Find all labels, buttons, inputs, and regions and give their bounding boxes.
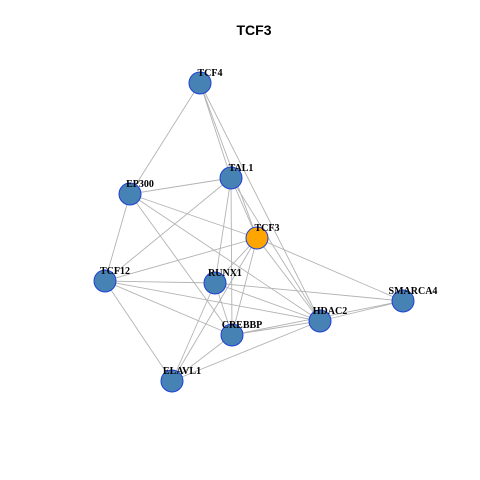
edge-runx1-smarca4 bbox=[214, 282, 404, 302]
edge-elavl1-hdac2 bbox=[171, 320, 321, 382]
edge-tcf3-elavl1 bbox=[171, 237, 258, 382]
edge-hdac2-smarca4 bbox=[319, 300, 404, 322]
node-crebbp[interactable] bbox=[220, 323, 244, 347]
edge-tcf3-hdac2 bbox=[256, 237, 321, 322]
node-label-tcf4: TCF4 bbox=[198, 68, 223, 79]
node-label-crebbp: CREBBP bbox=[222, 320, 263, 331]
edge-ep300-tcf12 bbox=[104, 193, 131, 282]
node-tcf12[interactable] bbox=[93, 269, 117, 293]
edge-runx1-elavl1 bbox=[171, 282, 216, 382]
edge-tcf12-hdac2 bbox=[104, 280, 321, 322]
edge-tcf12-elavl1 bbox=[104, 280, 173, 382]
node-label-ep300: EP300 bbox=[126, 179, 154, 190]
node-label-tcf12: TCF12 bbox=[100, 266, 130, 277]
edge-tcf3-crebbp bbox=[231, 237, 258, 336]
node-label-tcf3: TCF3 bbox=[255, 223, 280, 234]
edge-tcf4-tcf3 bbox=[199, 82, 258, 239]
edge-tcf4-hdac2 bbox=[199, 82, 321, 322]
node-ep300[interactable] bbox=[118, 182, 142, 206]
node-label-tal1: TAL1 bbox=[229, 163, 254, 174]
edge-tal1-crebbp bbox=[230, 177, 233, 336]
edge-tcf12-runx1 bbox=[104, 280, 216, 284]
edge-tal1-tcf12 bbox=[104, 177, 232, 282]
edge-tcf3-smarca4 bbox=[256, 237, 404, 302]
edge-tcf3-tcf12 bbox=[104, 237, 258, 282]
edge-tal1-runx1 bbox=[214, 177, 232, 284]
node-hdac2[interactable] bbox=[308, 309, 332, 333]
nodes-layer bbox=[93, 71, 415, 393]
node-label-elavl1: ELAVL1 bbox=[163, 366, 201, 377]
edge-tal1-hdac2 bbox=[230, 177, 321, 322]
node-tcf4[interactable] bbox=[188, 71, 212, 95]
edge-crebbp-elavl1 bbox=[171, 334, 233, 382]
node-runx1[interactable] bbox=[203, 271, 227, 295]
node-elavl1[interactable] bbox=[160, 369, 184, 393]
node-tal1[interactable] bbox=[219, 166, 243, 190]
edge-tcf4-tal1 bbox=[199, 82, 232, 179]
edge-ep300-tcf3 bbox=[129, 193, 258, 239]
edge-tcf12-crebbp bbox=[104, 280, 233, 336]
edge-tcf4-ep300 bbox=[129, 82, 201, 195]
edge-runx1-hdac2 bbox=[214, 282, 321, 322]
node-label-hdac2: HDAC2 bbox=[313, 306, 347, 317]
edge-ep300-crebbp bbox=[129, 193, 233, 336]
edge-crebbp-hdac2 bbox=[231, 320, 321, 336]
diagram-title: TCF3 bbox=[237, 22, 272, 38]
edge-ep300-tal1 bbox=[129, 177, 232, 195]
node-label-smarca4: SMARCA4 bbox=[389, 286, 438, 297]
node-label-runx1: RUNX1 bbox=[208, 268, 242, 279]
node-smarca4[interactable] bbox=[391, 289, 415, 313]
node-tcf3[interactable] bbox=[245, 226, 269, 250]
edge-ep300-hdac2 bbox=[129, 193, 321, 322]
